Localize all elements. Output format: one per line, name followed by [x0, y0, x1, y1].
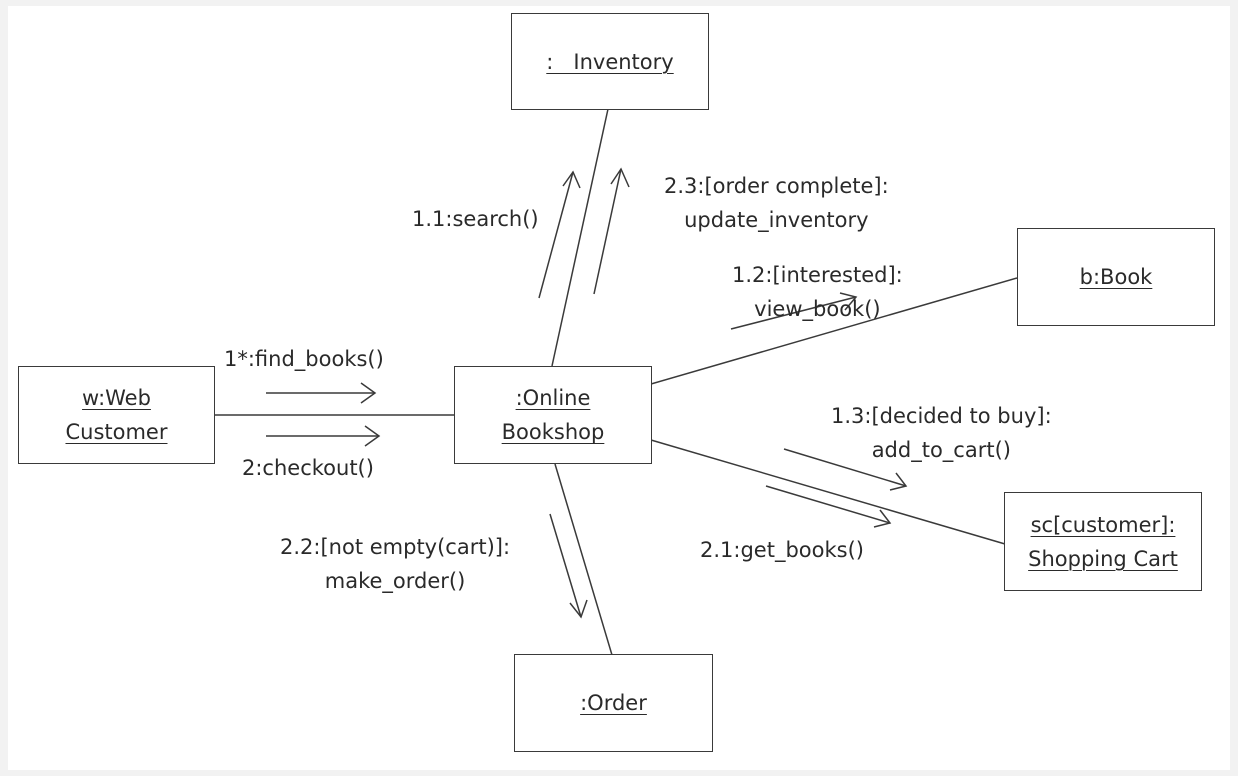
message-add-to-cart-line2: add_to_cart(): [871, 438, 1011, 462]
online-bookshop-label-line2: Bookshop: [501, 420, 605, 444]
collaboration-diagram: : Inventory b:Book w:Web Customer :Onlin…: [8, 6, 1230, 770]
arrowhead-checkout: [364, 425, 381, 447]
link-bookshop-book: [650, 277, 1018, 385]
message-get-books: 2.1:get_books(): [700, 538, 864, 562]
message-make-order-line1: 2.2:[not empty(cart)]:: [280, 535, 511, 559]
shopping-cart-object: sc[customer]: Shopping Cart: [1004, 492, 1202, 591]
shopping-cart-label-line2: Shopping Cart: [1028, 546, 1178, 571]
arrow-make-order: [549, 513, 582, 618]
book-label: b:Book: [1079, 265, 1153, 289]
arrowhead-update-inventory: [610, 167, 630, 188]
inventory-label: : Inventory: [546, 49, 674, 74]
arrowhead-find-books: [360, 382, 377, 404]
arrowhead-add-to-cart: [889, 472, 908, 491]
order-label: :Order: [580, 691, 647, 715]
message-update-inventory-line1: 2.3:[order complete]:: [664, 174, 889, 198]
message-view-book-line1: 1.2:[interested]:: [732, 263, 903, 287]
arrow-add-to-cart: [783, 448, 907, 487]
arrow-search: [538, 171, 574, 299]
online-bookshop-label-line1: :Online: [515, 386, 591, 410]
arrowhead-view-book: [839, 292, 858, 311]
arrowhead-get-books: [873, 509, 892, 528]
arrow-view-book: [730, 296, 857, 330]
arrowhead-search: [562, 170, 581, 189]
online-bookshop-object: :Online Bookshop: [454, 366, 652, 464]
shopping-cart-label-line1: sc[customer]:: [1030, 512, 1176, 537]
message-make-order-line2: make_order(): [324, 569, 466, 593]
web-customer-label-line1: w:Web: [82, 386, 151, 410]
link-bookshop-cart: [650, 439, 1006, 545]
book-object: b:Book: [1017, 228, 1215, 326]
web-customer-label-line2: Customer: [65, 420, 168, 444]
arrowhead-make-order: [569, 599, 588, 619]
message-add-to-cart: 1.3:[decided to buy]: add_to_cart(): [831, 399, 1052, 467]
message-search: 1.1:search(): [412, 207, 539, 231]
web-customer-object: w:Web Customer: [18, 366, 215, 464]
message-make-order: 2.2:[not empty(cart)]: make_order(): [280, 530, 510, 598]
message-view-book: 1.2:[interested]: view_book(): [732, 258, 903, 326]
diagram-connectors: [215, 108, 1018, 656]
link-bookshop-inventory: [551, 108, 609, 367]
message-view-book-line2: view_book(): [754, 297, 881, 321]
link-bookshop-order: [554, 463, 613, 656]
message-update-inventory: 2.3:[order complete]: update_inventory: [664, 169, 889, 237]
message-add-to-cart-line1: 1.3:[decided to buy]:: [831, 404, 1052, 428]
message-checkout: 2:checkout(): [242, 456, 374, 480]
arrow-get-books: [765, 485, 891, 524]
arrow-update-inventory: [593, 168, 622, 295]
order-object: :Order: [514, 654, 713, 752]
message-find-books: 1*:find_books(): [224, 347, 384, 371]
inventory-object: : Inventory: [511, 13, 709, 110]
message-update-inventory-line2: update_inventory: [684, 208, 869, 232]
